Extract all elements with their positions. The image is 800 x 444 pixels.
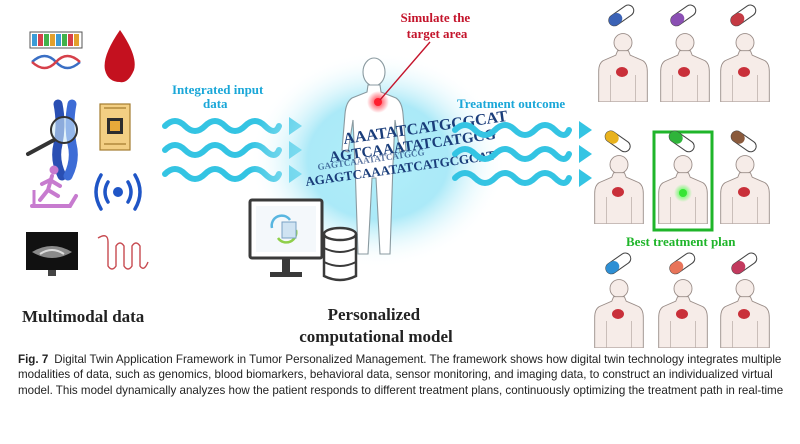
best-plan-option — [652, 130, 714, 232]
ecg-wave-icon — [97, 235, 149, 270]
simulate-pointer — [379, 41, 431, 101]
wireless-signal-icon — [94, 173, 142, 211]
computer-icon — [248, 198, 324, 277]
multimodal-label: Multimodal data — [22, 307, 145, 326]
output-arrow — [452, 122, 572, 138]
chromosome-magnifier-icon — [26, 99, 78, 181]
simulate-label: Simulate the target area — [401, 10, 474, 41]
human-body-figure — [341, 57, 407, 255]
treatment-outcome-label: Treatment outcome — [457, 96, 565, 111]
best-plan-label: Best treatment plan — [626, 234, 736, 249]
patient-option — [720, 130, 770, 224]
patient-option — [660, 4, 710, 102]
output-arrows — [452, 121, 592, 187]
output-arrow — [452, 170, 572, 186]
treadmill-runner-icon — [30, 165, 78, 208]
patient-option — [720, 4, 770, 102]
imaging-scan-icon — [26, 232, 78, 276]
framework-diagram: Integrated input data Simulate the targe… — [22, 4, 770, 348]
personalized-model-label: Personalized computational model — [299, 305, 453, 346]
patient-option — [658, 252, 708, 348]
patient-option — [594, 252, 644, 348]
chip-sensor-icon — [99, 103, 131, 151]
patient-option — [594, 130, 644, 224]
patient-option — [598, 4, 648, 102]
genomics-icon — [29, 31, 83, 70]
patient-option — [720, 252, 770, 348]
best-plan-highlight — [652, 130, 714, 232]
blood-drop-icon — [104, 30, 135, 83]
integrated-label: Integrated input data — [172, 82, 267, 111]
figure-label: Fig. 7 — [18, 353, 49, 366]
caption-text: Digital Twin Application Framework in Tu… — [18, 353, 784, 397]
patient-grid — [594, 4, 770, 348]
output-arrow — [452, 146, 572, 162]
database-icon — [322, 226, 358, 282]
